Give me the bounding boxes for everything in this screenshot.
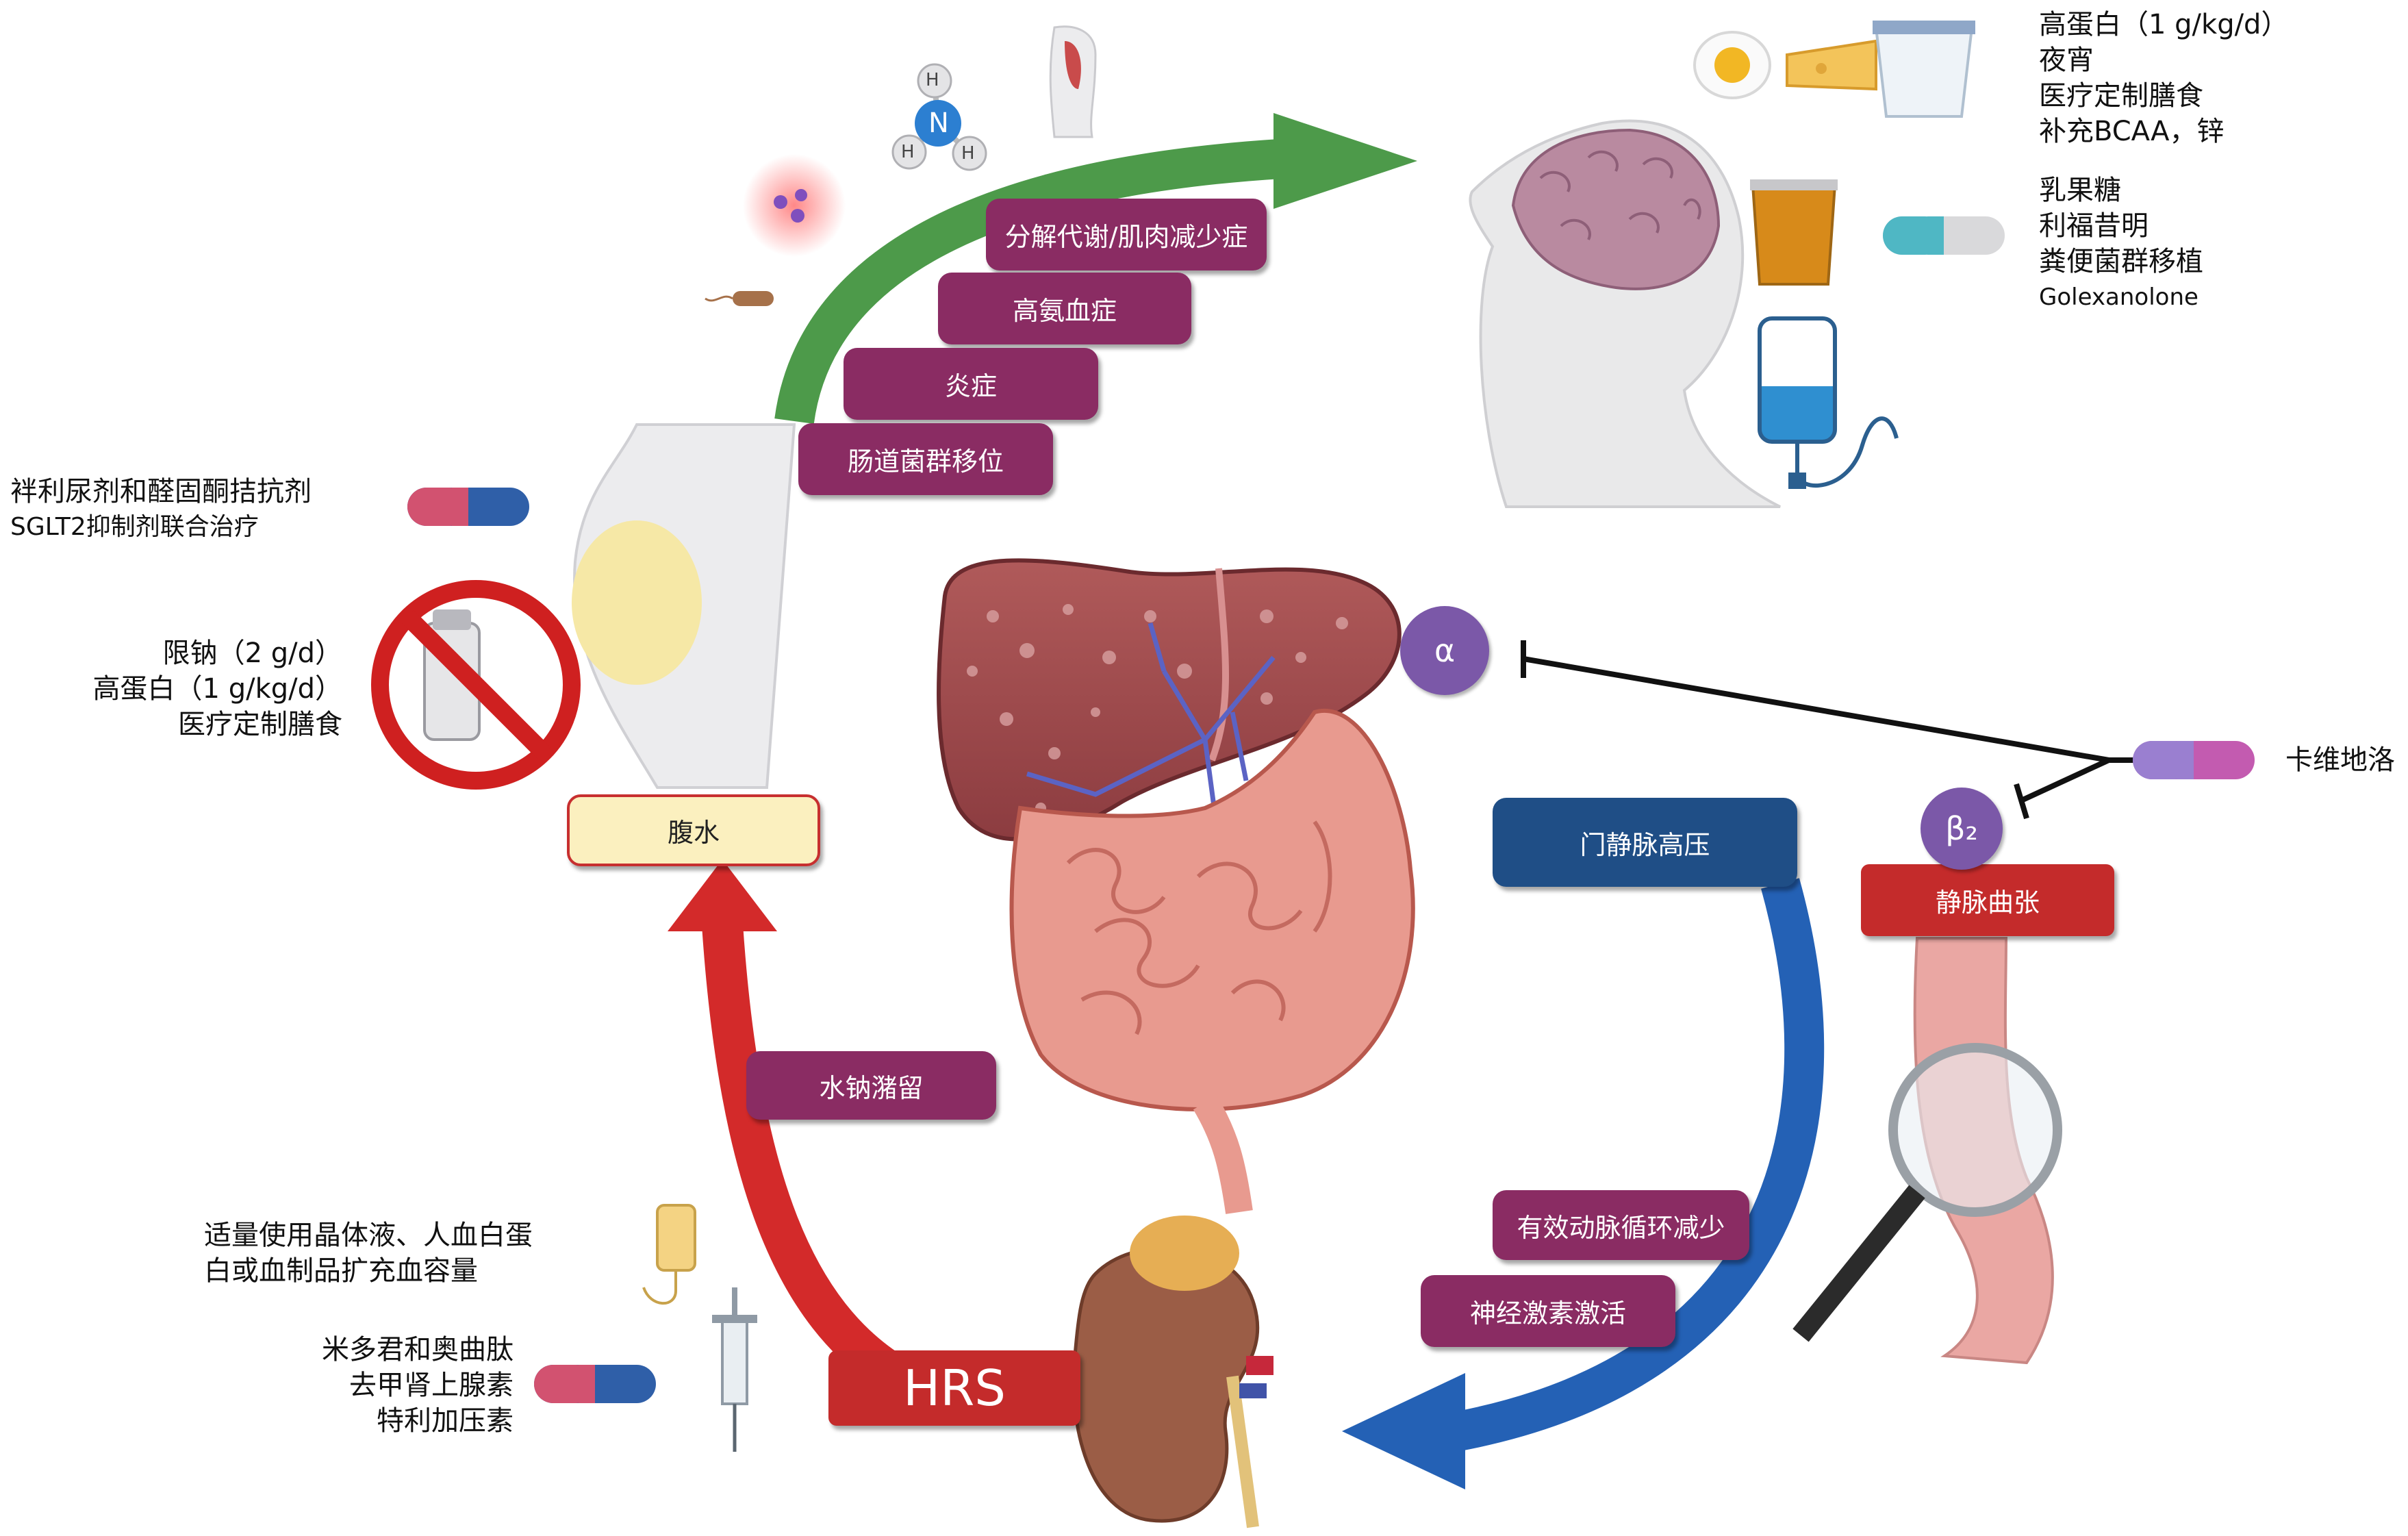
he-drug-2: 利福昔明 (2039, 210, 2149, 242)
ascites-drug-1: 袢利尿剂和醛固酮拮抗剂 (10, 476, 312, 507)
egg-icon (1693, 31, 1771, 99)
box-water-sodium-retention: 水钠潴留 (746, 1051, 996, 1120)
box-ascites: 腹水 (567, 794, 820, 866)
he-drug-1: 乳果糖 (2039, 175, 2121, 206)
pill-ascites-icon (407, 488, 529, 526)
he-nutrition-3: 医疗定制膳食 (2039, 80, 2203, 112)
he-nutrition-1: 高蛋白（1 g/kg/d） (2039, 9, 2289, 40)
box-hyperammonemia: 高氨血症 (938, 273, 1191, 344)
beta2-receptor: β₂ (1921, 788, 2003, 870)
ascites-drug-2: SGLT2抑制剂联合治疗 (10, 513, 259, 541)
hrs-drug-3: 特利加压素 (377, 1405, 514, 1437)
he-drug-4: Golexanolone (2039, 284, 2198, 311)
volume-expansion-text: 适量使用晶体液、人血白蛋 白或血制品扩充血容量 (204, 1218, 533, 1289)
iv-bag-icon (1758, 316, 1899, 489)
box-inflammation: 炎症 (844, 348, 1098, 420)
hrs-drug-1: 米多君和奥曲肽 (322, 1334, 514, 1365)
red-arrow (668, 859, 908, 1394)
hrs-drug-2: 去甲肾上腺素 (349, 1370, 514, 1401)
he-nutrition-4: 补充BCAA，锌 (2039, 116, 2225, 147)
pill-carvedilol-icon (2133, 741, 2255, 779)
no-salt-icon (371, 580, 581, 790)
volume-expansion-1: 适量使用晶体液、人血白蛋 (204, 1220, 533, 1251)
ascites-diet-3: 医疗定制膳食 (178, 709, 342, 740)
ascites-diet-list: 限钠（2 g/d） 高蛋白（1 g/kg/d） 医疗定制膳食 (41, 635, 342, 742)
volume-expansion-2: 白或血制品扩充血容量 (204, 1255, 478, 1287)
intestine-illustration (1009, 709, 1415, 1214)
he-nutrition-2: 夜宵 (2039, 45, 2094, 76)
ammonia-h-top: H (926, 70, 939, 90)
small-iv-bag-icon (642, 1204, 696, 1305)
box-portal-hypertension: 门静脉高压 (1493, 798, 1797, 887)
box-varices: 静脉曲张 (1861, 864, 2114, 936)
green-arrow (774, 113, 1417, 425)
ascites-diet-2: 高蛋白（1 g/kg/d） (92, 673, 342, 705)
blue-arrow (1342, 878, 1825, 1489)
box-bacterial-translocation: 肠道菌群移位 (798, 423, 1053, 495)
ascites-drug-list: 袢利尿剂和醛固酮拮抗剂 SGLT2抑制剂联合治疗 (10, 474, 312, 545)
he-nutrition-list: 高蛋白（1 g/kg/d） 夜宵 医疗定制膳食 补充BCAA，锌 (2039, 7, 2288, 149)
alpha-receptor: α (1400, 606, 1489, 695)
juice-cup-icon (1750, 179, 1838, 286)
carvedilol-inhibition-lines (1521, 640, 2136, 820)
bacterium-icon (705, 291, 774, 306)
ammonia-molecule-icon (891, 63, 987, 171)
pill-he-icon (1883, 216, 2005, 255)
box-hrs: HRS (828, 1350, 1080, 1426)
box-catabolism: 分解代谢/肌肉减少症 (986, 199, 1267, 270)
muscle-leg-icon (1049, 25, 1097, 138)
hrs-drug-list: 米多君和奥曲肽 去甲肾上腺素 特利加压素 (205, 1332, 514, 1439)
box-neurohormonal-activation: 神经激素激活 (1421, 1275, 1675, 1347)
he-drug-list: 乳果糖 利福昔明 粪便菌群移植 Golexanolone (2039, 173, 2203, 315)
ammonia-n: N (928, 108, 949, 139)
ammonia-h-right: H (961, 143, 975, 164)
inflammation-cells-icon (743, 154, 846, 257)
ascites-diet-1: 限钠（2 g/d） (162, 638, 342, 669)
pill-hrs-icon (534, 1365, 656, 1403)
abdomen-figure-illustration (572, 423, 796, 789)
ammonia-h-left: H (901, 142, 915, 162)
carvedilol-label: 卡维地洛 (2285, 744, 2395, 776)
he-drug-3: 粪便菌群移植 (2039, 246, 2203, 277)
cheese-icon (1786, 39, 1877, 91)
magnifier-icon (1792, 1043, 2062, 1342)
syringe-icon (712, 1287, 757, 1452)
box-reduced-arterial-circulation: 有效动脉循环减少 (1493, 1190, 1749, 1260)
liver-illustration (937, 558, 1402, 843)
head-brain-illustration (1469, 119, 1781, 508)
kidney-illustration (1072, 1216, 1273, 1528)
yogurt-cup-icon (1873, 21, 1975, 118)
